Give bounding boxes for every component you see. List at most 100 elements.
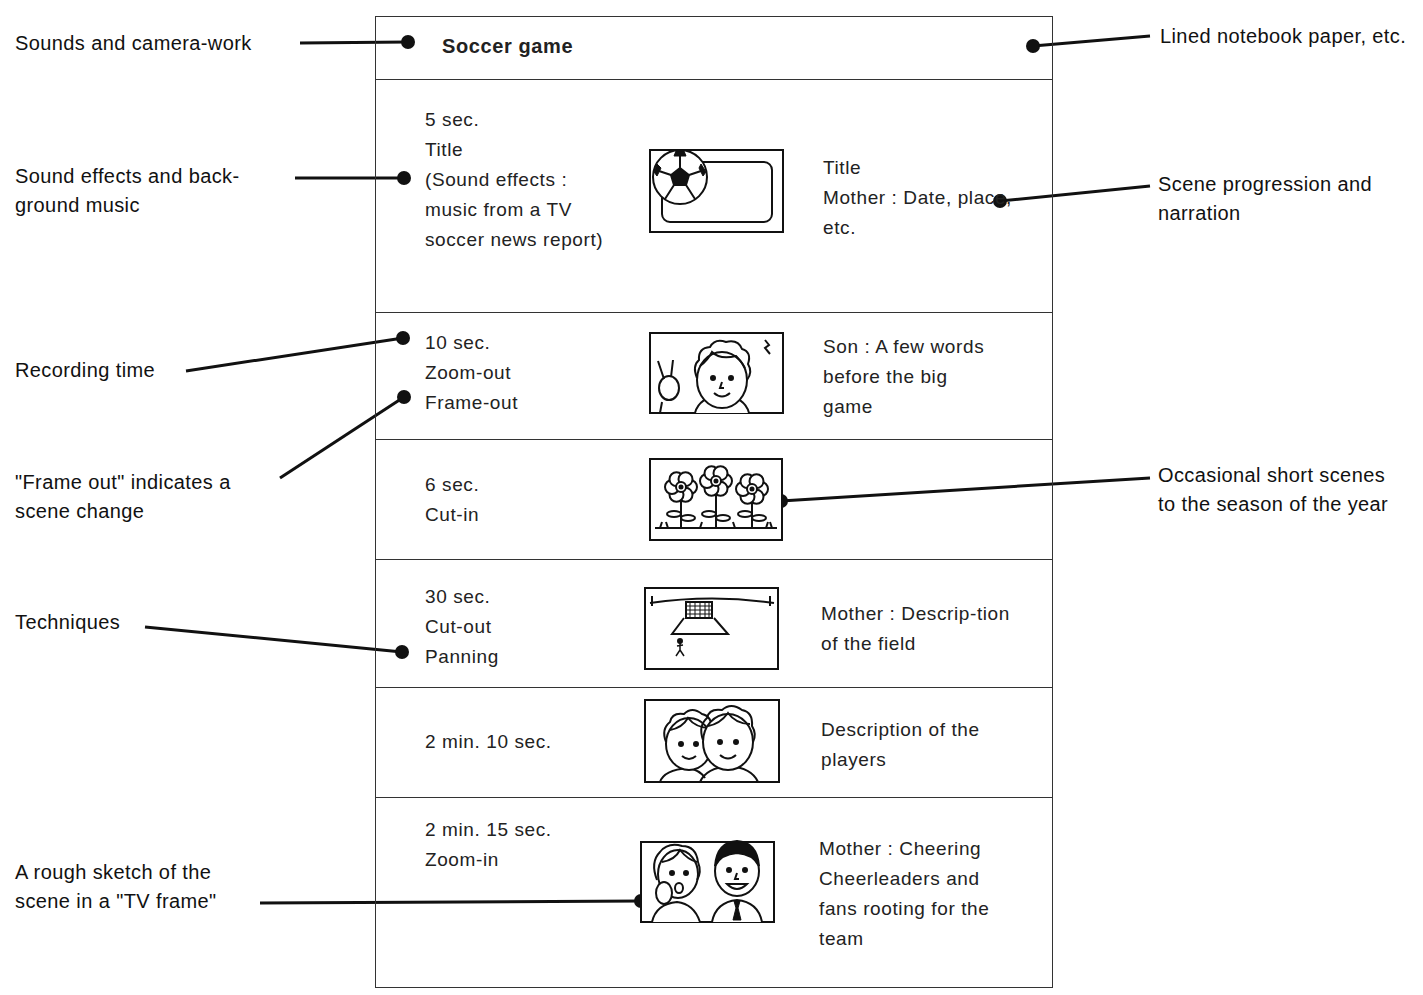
storyboard-text: Panning: [425, 642, 605, 672]
callout-label: Sounds and camera-work: [15, 29, 315, 58]
tv-frame-sketch: [653, 150, 707, 204]
tv-frame-sketch: [672, 618, 728, 634]
tv-frame-sketch: [654, 151, 706, 176]
leader-line: [145, 627, 402, 652]
storyboard-text: Description of the players: [821, 715, 991, 775]
tv-frame-sketch: [734, 740, 738, 744]
tv-frame-sketch: [697, 352, 747, 408]
season-flowers-sketch: [650, 459, 782, 540]
callout-label: Scene progression and narration: [1158, 170, 1413, 228]
callout-label: A rough sketch of the scene in a "TV fra…: [15, 858, 265, 916]
tv-frame-sketch: [718, 740, 722, 744]
text-column: 6 sec.Cut-in: [425, 470, 605, 530]
tv-frame-sketch: [686, 602, 712, 618]
tv-frame-sketch: [671, 168, 689, 185]
storyboard-text: 10 sec.: [425, 328, 605, 358]
text-column: Description of the players: [821, 715, 991, 775]
tv-frame-sketch: [656, 882, 672, 904]
season-flowers-sketch: [702, 511, 716, 517]
tv-frame-sketch: [652, 902, 700, 922]
leader-line: [781, 478, 1150, 501]
tv-frame-sketch: [645, 588, 778, 669]
storyboard-text: Zoom-out: [425, 358, 605, 388]
tv-frame-sketch: [675, 883, 683, 893]
storyboard-row: 2 min. 10 sec. Description of the players: [375, 688, 1053, 798]
storyboard-text: Cut-in: [425, 500, 605, 530]
tv-frame-sketch: [645, 588, 778, 669]
leader-line: [395, 645, 409, 659]
tv-frame-sketch: [676, 643, 684, 656]
season-flowers-sketch: [751, 488, 754, 491]
tv-frame-sketch: [735, 873, 739, 879]
season-flowers-sketch: [715, 491, 717, 528]
storyboard-row: 5 sec.Title(Sound effects : music from a…: [375, 80, 1053, 313]
tv-frame-sketch: [659, 376, 679, 400]
tv-frame-sketch: [714, 393, 730, 397]
storyboard-text: Title: [425, 135, 605, 165]
leader-line: [300, 42, 408, 43]
storyboard-text: Mother : Cheering: [819, 834, 1014, 864]
season-flowers-sketch: [747, 484, 757, 494]
tv-frame-sketch: [641, 842, 774, 922]
season-flowers-sketch: [738, 511, 752, 517]
tv-frame-sketch: [660, 402, 662, 413]
header-row: Soccer game: [375, 16, 1053, 80]
tv-frame-sketch: [650, 333, 783, 413]
tv-frame-sketch: [650, 333, 783, 413]
text-column: 2 min. 10 sec.: [425, 727, 615, 757]
tv-frame-sketch: [679, 742, 683, 746]
tv-frame-sketch: [694, 742, 698, 746]
storyboard-text: Mother : Descrip-tion of the field: [821, 599, 1021, 659]
tv-frame-sketch: [765, 340, 770, 354]
callout-label: Lined notebook paper, etc.: [1160, 22, 1410, 51]
season-flowers-sketch: [752, 515, 766, 521]
tv-frame-sketch: [712, 900, 762, 922]
tv-frame-sketch: [682, 756, 696, 759]
tv-frame-sketch: [684, 871, 688, 875]
leader-line: [1026, 39, 1040, 53]
leader-line: [1033, 36, 1150, 46]
season-flowers-sketch: [715, 480, 718, 483]
tv-frame-sketch: [641, 841, 774, 922]
tv-frame-sketch: [743, 868, 747, 872]
tv-frame-sketch: [729, 376, 733, 380]
text-column: 30 sec.Cut-outPanning: [425, 582, 605, 672]
text-column: TitleMother : Date, place, etc.: [823, 153, 1013, 243]
storyboard-text: 2 min. 15 sec.: [425, 815, 605, 845]
storyboard-text: 6 sec.: [425, 470, 605, 500]
leader-line: [397, 390, 411, 404]
tv-frame-sketch: [700, 352, 745, 368]
text-column: Mother : Descrip-tion of the field: [821, 599, 1021, 659]
leader-line: [401, 35, 415, 49]
leader-line: [280, 397, 404, 478]
tv-frame-sketch: [727, 884, 747, 889]
tv-frame-sketch: [670, 871, 674, 875]
callout-label: Sound effects and back-ground music: [15, 162, 295, 220]
tv-frame-sketch: [720, 755, 736, 759]
callout-label: Occasional short scenes to the season of…: [1158, 461, 1403, 519]
tv-frame-sketch: [678, 639, 682, 643]
sheet-heading: Soccer game: [442, 31, 742, 61]
text-column: 10 sec.Zoom-outFrame-out: [425, 328, 605, 418]
tv-frame-sketch: [656, 151, 704, 199]
callout-label: Techniques: [15, 608, 215, 637]
storyboard-text: Title: [823, 153, 1013, 183]
tv-frame-sketch: [708, 713, 750, 726]
storyboard-text: Zoom-in: [425, 845, 605, 875]
season-flowers-sketch: [676, 482, 686, 492]
storyboard-text: 30 sec.: [425, 582, 605, 612]
tv-frame-sketch: [654, 845, 700, 880]
storyboard-text: Cheerleaders and fans rooting for the te…: [819, 864, 1014, 954]
leader-line: [145, 35, 1150, 908]
callout-label: Recording time: [15, 356, 215, 385]
storyboard-row: 2 min. 15 sec.Zoom-in Mother : CheeringCh…: [375, 798, 1053, 988]
tv-frame-sketch: [703, 714, 753, 770]
leader-line: [396, 331, 410, 345]
text-column: Son : A few words before the big game: [823, 332, 988, 422]
tv-frame-sketch: [645, 700, 779, 782]
storyboard-text: Frame-out: [425, 388, 605, 418]
storyboard-text: 5 sec.: [425, 105, 605, 135]
storyboard-text: Mother : Date, place, etc.: [823, 183, 1013, 243]
leader-line: [260, 901, 641, 903]
